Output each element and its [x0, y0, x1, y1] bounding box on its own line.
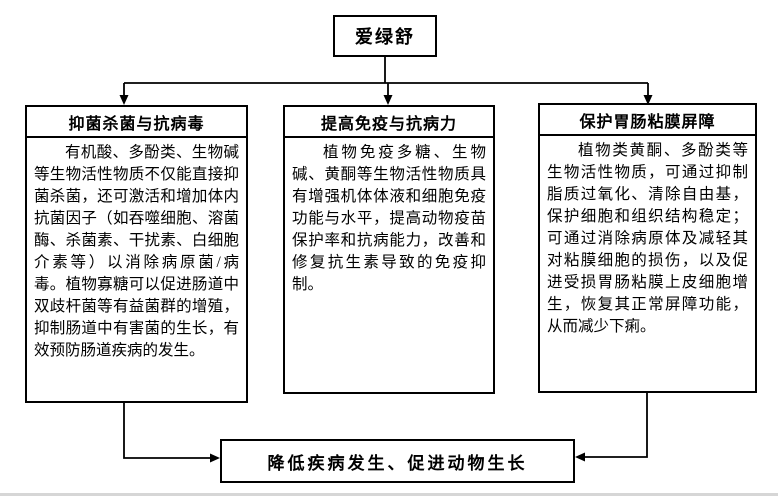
branch-body-immunity: 植物免疫多糖、生物碱、黄酮等生物活性物质具有增强机体体液和细胞免疫功能与水平，提… [292, 144, 486, 293]
branch-body-antibacterial: 有机酸、多酚类、生物碱等生物活性物质不仅能直接抑菌杀菌，还可激活和增加体内抗菌因… [34, 144, 239, 359]
branch-title-mucosa-protection: 保护胃肠粘膜屏障 [540, 105, 755, 136]
outcome-box: 降低疾病发生、促进动物生长 [220, 439, 575, 483]
branch-title-immunity: 提高免疫与抗病力 [285, 107, 493, 138]
branch-box-antibacterial: 抑菌杀菌与抗病毒 有机酸、多酚类、生物碱等生物活性物质不仅能直接抑菌杀菌，还可激… [25, 105, 248, 403]
arrow-down-icon [383, 95, 393, 105]
branch-title-antibacterial: 抑菌杀菌与抗病毒 [27, 107, 246, 138]
branch-box-immunity: 提高免疫与抗病力 植物免疫多糖、生物碱、黄酮等生物活性物质具有增强机体体液和细胞… [283, 105, 495, 394]
arrow-right-icon [210, 453, 220, 463]
page-bottom-divider [0, 493, 778, 496]
arrow-left-icon [575, 452, 585, 462]
root-node-box: 爱绿舒 [333, 15, 437, 57]
branch-box-mucosa-protection: 保护胃肠粘膜屏障 植物类黄酮、多酚类等生物活性物质，可通过抑制脂质过氧化、清除自… [538, 103, 757, 393]
arrow-down-icon [119, 95, 129, 105]
root-node-label: 爱绿舒 [355, 27, 415, 47]
branch-body-mucosa-protection: 植物类黄酮、多酚类等生物活性物质，可通过抑制脂质过氧化、清除自由基，保护细胞和组… [547, 142, 748, 335]
outcome-label: 降低疾病发生、促进动物生长 [267, 453, 528, 473]
